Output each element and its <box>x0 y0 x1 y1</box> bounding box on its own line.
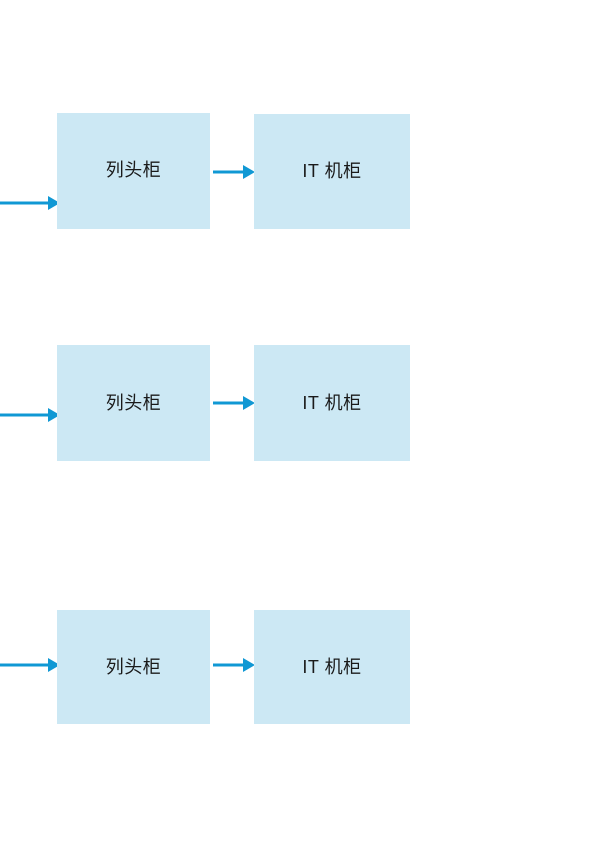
node-head-cabinet-3[interactable]: 列头柜 <box>57 610 210 724</box>
incoming-arrow-row-2 <box>0 406 60 424</box>
connector-arrow-row-2 <box>213 394 255 412</box>
connector-arrow-row-3 <box>213 656 255 674</box>
node-it-cabinet-1[interactable]: IT 机柜 <box>254 114 410 229</box>
node-label: 列头柜 <box>105 393 162 413</box>
node-label: 列头柜 <box>105 657 162 677</box>
node-head-cabinet-1[interactable]: 列头柜 <box>57 113 210 229</box>
connector-arrow-row-1 <box>213 163 255 181</box>
incoming-arrow-row-3 <box>0 656 60 674</box>
incoming-arrow-row-1 <box>0 194 60 212</box>
node-label: 列头柜 <box>105 160 162 180</box>
node-label: IT 机柜 <box>302 657 362 677</box>
node-label: IT 机柜 <box>302 160 362 181</box>
node-it-cabinet-3[interactable]: IT 机柜 <box>254 610 410 724</box>
node-it-cabinet-2[interactable]: IT 机柜 <box>254 345 410 461</box>
node-head-cabinet-2[interactable]: 列头柜 <box>57 345 210 461</box>
node-label: IT 机柜 <box>302 393 362 413</box>
